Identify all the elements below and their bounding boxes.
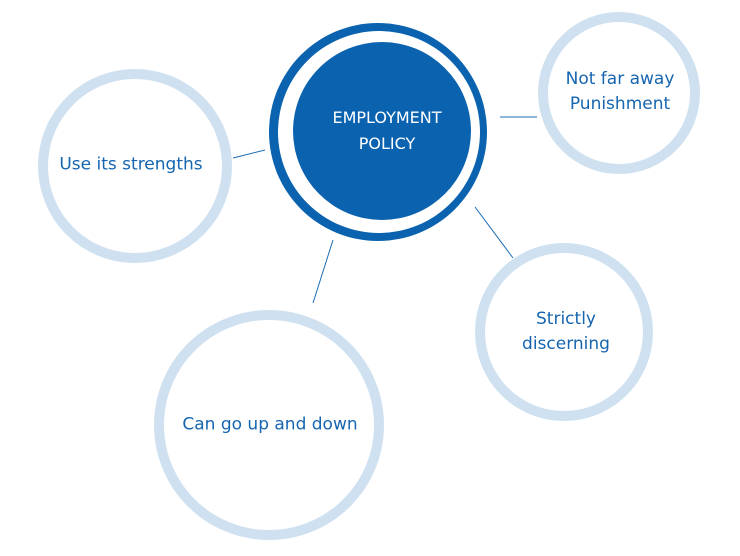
node-label-line2: Punishment <box>569 94 671 114</box>
connector-right-bottom <box>474 206 514 259</box>
node-label-line1: Use its strengths <box>59 154 203 175</box>
node-label-line2: discerning <box>522 334 610 354</box>
connector-bottom <box>312 239 334 304</box>
node-circle-left <box>38 69 232 263</box>
node-label-bottom: Can go up and down <box>182 413 357 438</box>
center-label: EMPLOYMENT POLICY <box>332 105 441 157</box>
node-label-line1: Strictly <box>536 309 596 329</box>
node-label-line1: Can go up and down <box>182 414 358 435</box>
node-label-line1: Not far away <box>565 69 675 89</box>
node-circle-right-bottom <box>475 243 653 421</box>
node-circle-top-right <box>538 12 700 174</box>
node-label-right-bottom: Strictly discerning <box>522 307 610 357</box>
node-label-top-right: Not far away Punishment <box>566 67 675 117</box>
node-label-left: Use its strengths <box>59 153 202 178</box>
node-circle-bottom <box>154 310 384 540</box>
center-label-line1: EMPLOYMENT <box>332 108 442 127</box>
center-label-line2: POLICY <box>358 134 416 153</box>
center-inner-circle <box>293 42 471 220</box>
connector-left <box>232 149 266 159</box>
